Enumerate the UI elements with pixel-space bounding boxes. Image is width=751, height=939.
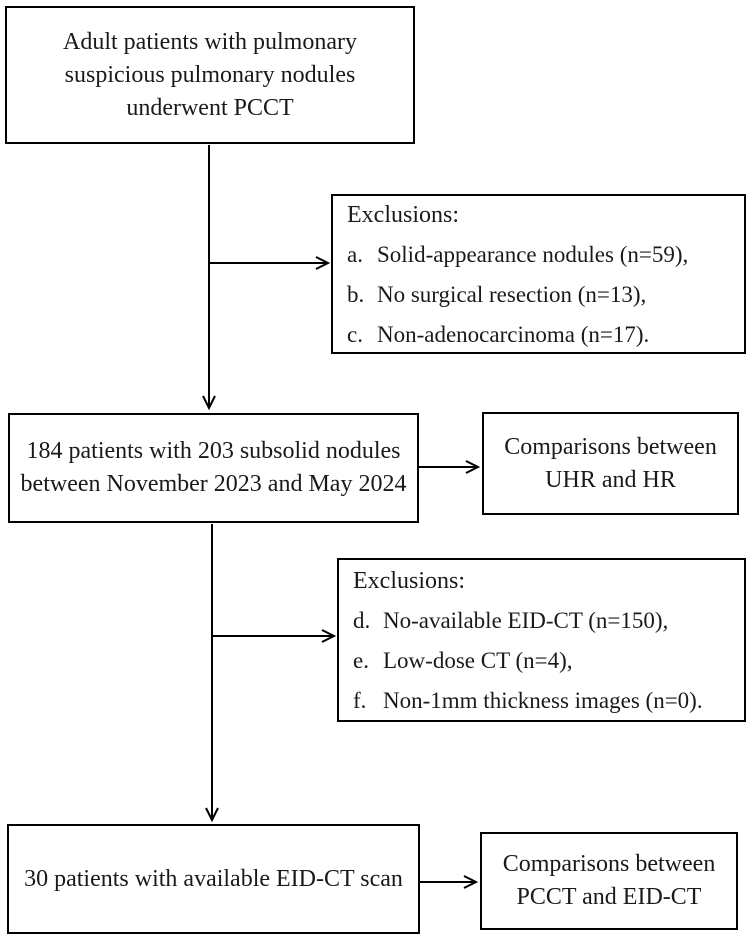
exclusion-item-text: Low-dose CT (n=4), xyxy=(383,648,573,673)
exclusion-item-text: Non-1mm thickness images (n=0). xyxy=(383,688,703,713)
box-enrollment: Adult patients with pulmonary suspicious… xyxy=(5,6,415,144)
box-cohort-eidct-line: 30 patients with available EID-CT scan xyxy=(24,865,403,892)
exclusion-item-label: a. xyxy=(347,242,363,267)
box-comparison-pcct-line: PCCT and EID-CT xyxy=(516,884,702,910)
box-cohort-subsolid-line: 184 patients with 203 subsolid nodules xyxy=(26,438,401,464)
exclusion-item: f. Non-1mm thickness images (n=0). xyxy=(353,681,744,721)
box-exclusions-eidct: Exclusions: d. No-available EID-CT (n=15… xyxy=(337,558,746,722)
exclusion-item: a. Solid-appearance nodules (n=59), xyxy=(347,235,744,275)
box-enrollment-line: suspicious pulmonary nodules xyxy=(64,61,356,88)
exclusion-item: b. No surgical resection (n=13), xyxy=(347,275,744,315)
box-comparison-uhr-line: UHR and HR xyxy=(545,466,676,493)
exclusion-item-label: d. xyxy=(353,608,371,633)
exclusion-item-label: c. xyxy=(347,322,363,347)
box-comparison-pcct-line: Comparisons between xyxy=(502,851,716,877)
box-cohort-subsolid-line: between November 2023 and May 2024 xyxy=(20,471,407,497)
exclusion-item: c. Non-adenocarcinoma (n=17). xyxy=(347,315,744,355)
exclusion-item: d. No-available EID-CT (n=150), xyxy=(353,601,744,641)
box-comparison-uhr-line: Comparisons between xyxy=(504,433,717,460)
exclusion-item-label: b. xyxy=(347,282,365,307)
box-exclusions-initial: Exclusions: a. Solid-appearance nodules … xyxy=(331,194,746,354)
box-enrollment-line: Adult patients with pulmonary xyxy=(63,28,357,55)
exclusion-item: e. Low-dose CT (n=4), xyxy=(353,641,744,681)
exclusion-item-text: No-available EID-CT (n=150), xyxy=(383,608,669,633)
box-enrollment-line: underwent PCCT xyxy=(126,94,294,121)
exclusion-item-text: Solid-appearance nodules (n=59), xyxy=(377,242,689,267)
box-cohort-eidct: 30 patients with available EID-CT scan xyxy=(7,824,420,934)
exclusion-item-text: Non-adenocarcinoma (n=17). xyxy=(377,322,650,347)
box-cohort-subsolid: 184 patients with 203 subsolid nodules b… xyxy=(8,413,419,523)
exclusions-eidct-title: Exclusions: xyxy=(353,568,465,594)
box-comparison-uhr-hr: Comparisons between UHR and HR xyxy=(482,412,739,515)
exclusions-initial-title: Exclusions: xyxy=(347,202,459,228)
box-comparison-pcct-eidct: Comparisons between PCCT and EID-CT xyxy=(480,832,738,930)
exclusion-item-label: e. xyxy=(353,648,369,673)
exclusion-item-text: No surgical resection (n=13), xyxy=(377,282,647,307)
exclusion-item-label: f. xyxy=(353,688,367,713)
